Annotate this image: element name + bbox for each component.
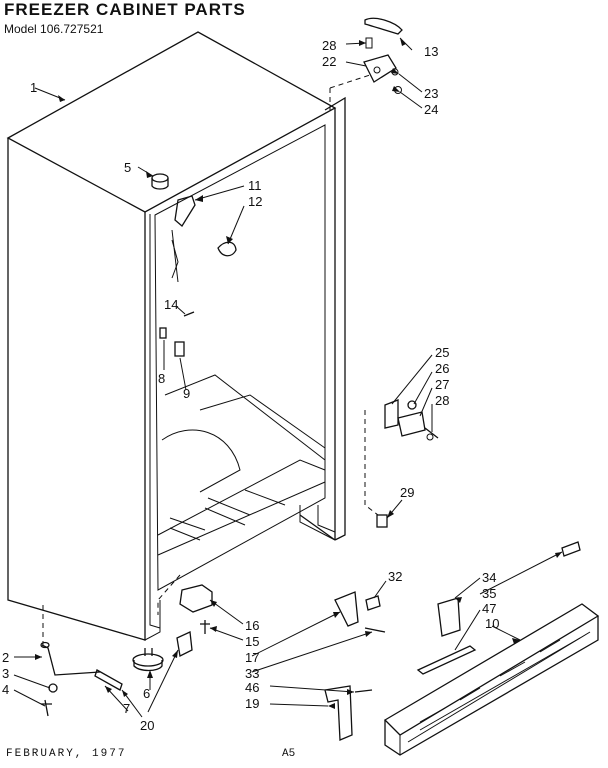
bracket-29 xyxy=(376,514,388,528)
callout-25: 25 xyxy=(435,345,449,360)
callout-32: 32 xyxy=(388,569,402,584)
footer-page-number: A5 xyxy=(282,748,296,760)
page-title: FREEZER CABINET PARTS xyxy=(4,0,246,19)
callout-2: 2 xyxy=(2,650,9,665)
callout-33: 33 xyxy=(245,666,259,681)
plug-5 xyxy=(151,173,169,183)
leader-lines xyxy=(13,37,563,718)
leveler-assembly xyxy=(40,641,123,717)
callout-46: 46 xyxy=(245,680,259,695)
callout-22: 22 xyxy=(322,54,336,69)
callout-34: 34 xyxy=(482,570,496,585)
model-number: Model 106.727521 xyxy=(4,22,104,36)
callout-26: 26 xyxy=(435,361,449,376)
screw-14 xyxy=(183,311,195,317)
callout-17: 17 xyxy=(245,650,259,665)
callout-27: 27 xyxy=(435,377,449,392)
foot-6 xyxy=(132,648,164,672)
callout-10: 10 xyxy=(485,616,499,631)
callout-23: 23 xyxy=(424,86,438,101)
clip-32 xyxy=(365,595,381,611)
callout-3: 3 xyxy=(2,666,9,681)
callout-47: 47 xyxy=(482,601,496,616)
callout-11: 11 xyxy=(248,178,262,193)
callout-28-top: 28 xyxy=(322,38,336,53)
lower-hinge-assembly xyxy=(384,399,439,441)
callout-14: 14 xyxy=(164,297,178,312)
screw-46 xyxy=(354,689,373,693)
bracket-17 xyxy=(334,591,359,627)
freezer-cabinet xyxy=(6,31,346,641)
callout-15: 15 xyxy=(245,634,259,649)
bracket-7 xyxy=(176,631,193,657)
callout-24: 24 xyxy=(424,102,438,117)
callout-29: 29 xyxy=(400,485,414,500)
top-hinge-assembly xyxy=(363,17,403,94)
callout-8: 8 xyxy=(158,371,165,386)
callout-9: 9 xyxy=(183,386,190,401)
footer-date: FEBRUARY, 1977 xyxy=(6,748,127,760)
callout-20: 20 xyxy=(140,718,154,733)
bracket-19 xyxy=(324,685,353,741)
clip-35 xyxy=(561,541,581,557)
clip-34 xyxy=(437,597,461,637)
callout-12: 12 xyxy=(248,194,262,209)
callout-19: 19 xyxy=(245,696,259,711)
callout-28: 28 xyxy=(435,393,449,408)
screw-15 xyxy=(200,620,210,634)
bracket-11 xyxy=(174,195,196,227)
bracket-9 xyxy=(174,341,185,357)
callout-4: 4 xyxy=(2,682,9,697)
clip-8 xyxy=(159,327,167,339)
bracket-16 xyxy=(179,584,213,613)
callout-7: 7 xyxy=(123,701,130,716)
callout-13: 13 xyxy=(424,44,438,59)
callout-1: 1 xyxy=(30,80,37,95)
callout-6: 6 xyxy=(143,686,150,701)
rod-47 xyxy=(416,645,477,675)
clip-12 xyxy=(217,241,237,257)
toe-grille-10 xyxy=(383,541,600,756)
screw-33 xyxy=(364,627,386,633)
callout-35: 35 xyxy=(482,586,496,601)
arrowheads xyxy=(35,38,562,709)
bracket-11-cord xyxy=(171,229,179,283)
callout-16: 16 xyxy=(245,618,259,633)
callout-5: 5 xyxy=(124,160,131,175)
